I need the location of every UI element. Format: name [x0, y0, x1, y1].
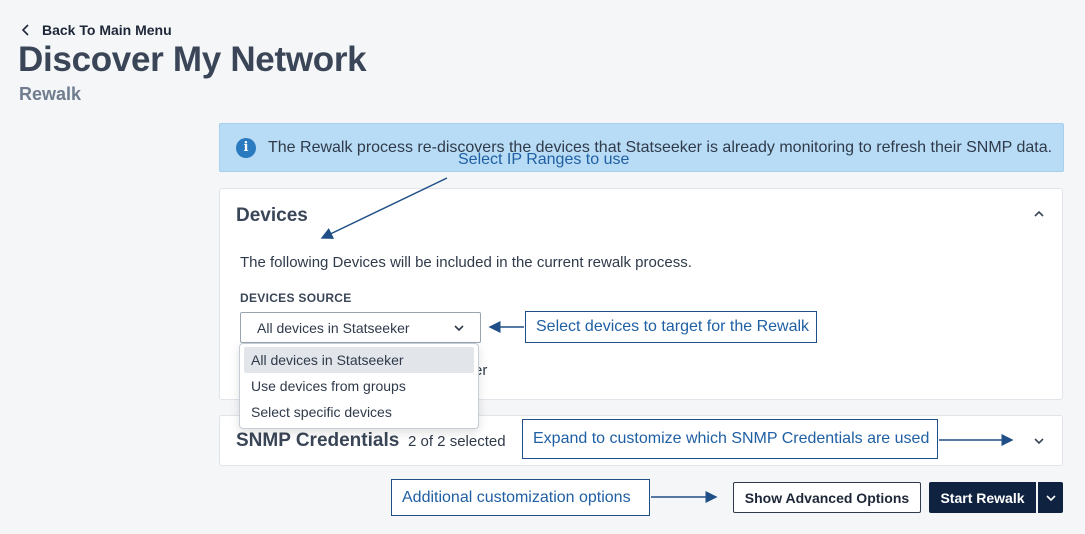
show-advanced-options-button[interactable]: Show Advanced Options [733, 482, 921, 513]
chevron-down-icon[interactable] [1032, 434, 1046, 448]
dropdown-option-all-devices[interactable]: All devices in Statseeker [244, 347, 474, 373]
devices-source-select[interactable]: All devices in Statseeker [240, 312, 481, 343]
info-banner-text: The Rewalk process re-discovers the devi… [268, 138, 1053, 156]
dropdown-option-groups[interactable]: Use devices from groups [251, 378, 406, 394]
info-banner: i The Rewalk process re-discovers the de… [219, 123, 1064, 172]
back-link-label: Back To Main Menu [42, 22, 172, 38]
annotation-ip-ranges: Select IP Ranges to use [458, 151, 630, 168]
start-rewalk-menu-button[interactable] [1038, 482, 1063, 513]
devices-description: The following Devices will be included i… [240, 254, 692, 271]
page-subtitle: Rewalk [19, 84, 82, 104]
dropdown-option-specific-devices[interactable]: Select specific devices [251, 404, 392, 420]
snmp-panel-title: SNMP Credentials [236, 430, 400, 451]
annotation-snmp-expand: Expand to customize which SNMP Credentia… [522, 419, 938, 459]
chevron-down-icon [1045, 494, 1056, 501]
page-title: Discover My Network [18, 40, 367, 79]
back-to-main-menu-link[interactable]: Back To Main Menu [20, 22, 172, 38]
annotation-additional-options: Additional customization options [391, 479, 650, 516]
chevron-left-icon [21, 24, 29, 36]
devices-source-selected-value: All devices in Statseeker [257, 319, 410, 336]
snmp-selected-count: 2 of 2 selected [408, 433, 506, 450]
info-icon: i [236, 137, 256, 158]
devices-panel-title: Devices [236, 205, 308, 226]
devices-source-dropdown: All devices in Statseeker Use devices fr… [239, 343, 479, 429]
annotation-devices-target: Select devices to target for the Rewalk [525, 311, 817, 343]
start-rewalk-button[interactable]: Start Rewalk [929, 482, 1036, 513]
devices-source-label: DEVICES SOURCE [240, 291, 352, 305]
chevron-down-icon [454, 324, 464, 331]
chevron-up-icon[interactable] [1032, 207, 1046, 221]
